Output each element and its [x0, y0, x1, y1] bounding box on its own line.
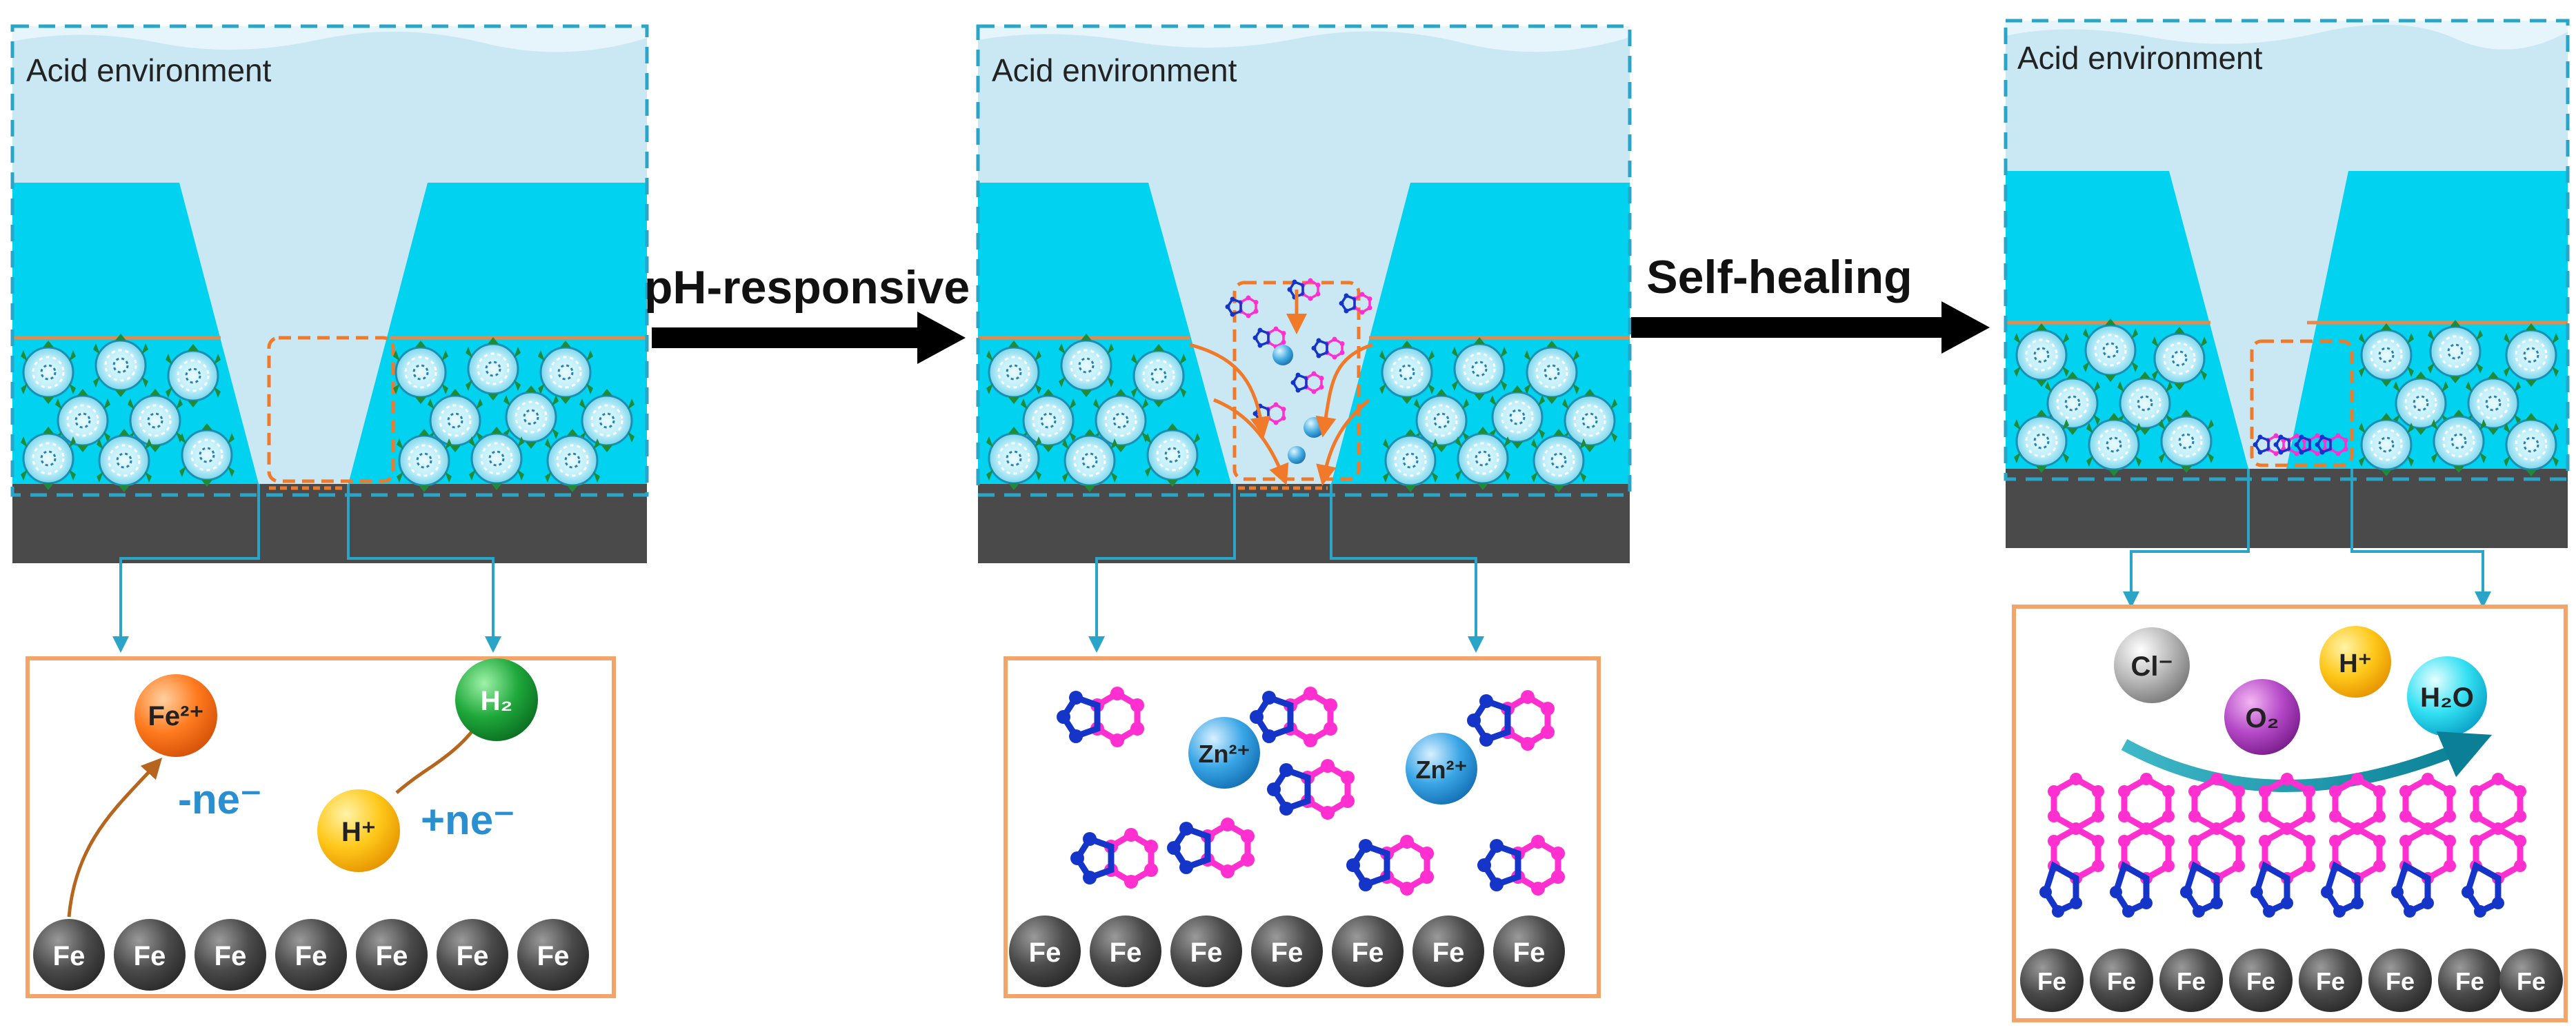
fe-atom: Fe	[1412, 915, 1484, 987]
self-healing-label: Self-healing	[1646, 251, 1912, 303]
panel-1: Acid environment Fe Fe Fe Fe Fe Fe Fe Fe…	[10, 24, 649, 998]
fe-atom: Fe	[33, 919, 105, 991]
fe-atom: Fe	[2499, 949, 2563, 1012]
metal-substrate-1	[12, 484, 647, 563]
metal-substrate-2	[978, 484, 1630, 563]
svg-text:Fe: Fe	[1110, 938, 1142, 968]
fe-atom: Fe	[2159, 949, 2223, 1012]
fe-atom-row-1: Fe Fe Fe Fe Fe Fe Fe	[33, 919, 589, 991]
env-label-2: Acid environment	[992, 52, 1237, 88]
env-label-3: Acid environment	[2017, 40, 2263, 76]
crack-defect-outline-1	[267, 336, 395, 483]
svg-text:H⁺: H⁺	[2339, 649, 2372, 678]
svg-text:Fe: Fe	[295, 941, 328, 971]
transition-arrow-ph: pH-responsive	[644, 261, 970, 364]
zn-ion-1: Zn²⁺	[1188, 717, 1260, 789]
svg-text:Fe: Fe	[2517, 967, 2546, 995]
svg-text:Fe: Fe	[1352, 938, 1384, 968]
o2-molecule: O₂	[2224, 679, 2300, 755]
svg-text:Fe: Fe	[214, 941, 247, 971]
svg-text:Fe: Fe	[134, 941, 166, 971]
fe-atom-row-2: Fe Fe Fe Fe Fe Fe Fe	[1009, 915, 1565, 987]
svg-text:O₂: O₂	[2246, 703, 2279, 733]
fe-atom: Fe	[356, 919, 428, 991]
fe2-ion: Fe²⁺	[134, 674, 217, 757]
h2o-molecule: H₂O	[2407, 656, 2487, 736]
fe-atom: Fe	[1332, 915, 1404, 987]
cl-ion: Cl⁻	[2114, 627, 2190, 703]
fe-atom: Fe	[1009, 915, 1081, 987]
dashed-frame-1	[10, 24, 649, 497]
svg-text:Fe: Fe	[2246, 967, 2275, 995]
svg-text:Fe: Fe	[376, 941, 408, 971]
fe-atom: Fe	[1090, 915, 1161, 987]
fe-atom: Fe	[517, 919, 589, 991]
svg-text:Fe: Fe	[2455, 967, 2484, 995]
fe-atom: Fe	[2090, 949, 2153, 1012]
fe-atom: Fe	[2368, 949, 2432, 1012]
ph-responsive-label: pH-responsive	[644, 261, 970, 314]
panel-2: Acid environment Fe Fe Fe Fe Fe Fe Fe Zn…	[976, 24, 1632, 998]
dashed-frame-2	[976, 24, 1632, 497]
fe-atom: Fe	[1251, 915, 1323, 987]
release-arrows	[1189, 290, 1373, 486]
fe-atom: Fe	[437, 919, 508, 991]
oxidation-arrow	[67, 757, 163, 918]
released-inhibitors	[1224, 276, 1374, 464]
fe-atom: Fe	[1493, 915, 1565, 987]
svg-text:H₂: H₂	[481, 686, 513, 716]
svg-text:Fe: Fe	[2316, 967, 2345, 995]
coating-right-1	[348, 183, 647, 484]
svg-text:Zn²⁺: Zn²⁺	[1199, 740, 1250, 768]
h-ion-3: H⁺	[2319, 626, 2391, 698]
fe-atom: Fe	[2229, 949, 2293, 1012]
fe-atom: Fe	[275, 919, 347, 991]
svg-text:Fe²⁺: Fe²⁺	[148, 701, 203, 731]
panel-3: Acid environment Cl⁻ O₂ H⁺ H₂O	[2004, 19, 2570, 1022]
svg-text:Zn²⁺: Zn²⁺	[1416, 756, 1468, 784]
svg-text:Fe: Fe	[537, 941, 570, 971]
transition-arrow-healing: Self-healing	[1631, 251, 1990, 354]
minus-ne-label: -ne⁻	[178, 776, 262, 822]
svg-text:Fe: Fe	[457, 941, 489, 971]
svg-text:Fe: Fe	[2386, 967, 2415, 995]
fe-atom-row-3: Fe Fe Fe Fe Fe Fe Fe Fe	[2020, 949, 2563, 1012]
deflection-arrow	[2121, 731, 2493, 792]
fe-atom: Fe	[114, 919, 186, 991]
h-ion: H⁺	[317, 789, 400, 872]
svg-text:Fe: Fe	[2107, 967, 2136, 995]
svg-text:Fe: Fe	[1271, 938, 1304, 968]
fe-atom: Fe	[2438, 949, 2502, 1012]
svg-text:Cl⁻: Cl⁻	[2130, 651, 2173, 682]
svg-text:H⁺: H⁺	[341, 817, 376, 847]
env-label-1: Acid environment	[26, 52, 272, 88]
svg-text:Fe: Fe	[2177, 967, 2206, 995]
dashed-frame-3	[2004, 19, 2570, 481]
h2-molecule: H₂	[455, 658, 538, 741]
crack-defect-outline-3	[2250, 339, 2354, 467]
fe-atom: Fe	[2020, 949, 2084, 1012]
svg-text:H₂O: H₂O	[2420, 682, 2474, 713]
svg-text:Fe: Fe	[2037, 967, 2066, 995]
svg-text:Fe: Fe	[1513, 938, 1546, 968]
fe-atom: Fe	[2299, 949, 2362, 1012]
plus-ne-label: +ne⁻	[421, 797, 515, 843]
svg-text:Fe: Fe	[1029, 938, 1061, 968]
zn-ion-2: Zn²⁺	[1406, 733, 1477, 805]
fe-atom: Fe	[194, 919, 266, 991]
svg-text:Fe: Fe	[1432, 938, 1465, 968]
svg-text:Fe: Fe	[53, 941, 86, 971]
svg-text:Fe: Fe	[1190, 938, 1223, 968]
fe-atom: Fe	[1170, 915, 1242, 987]
metal-substrate-3	[2006, 469, 2568, 548]
